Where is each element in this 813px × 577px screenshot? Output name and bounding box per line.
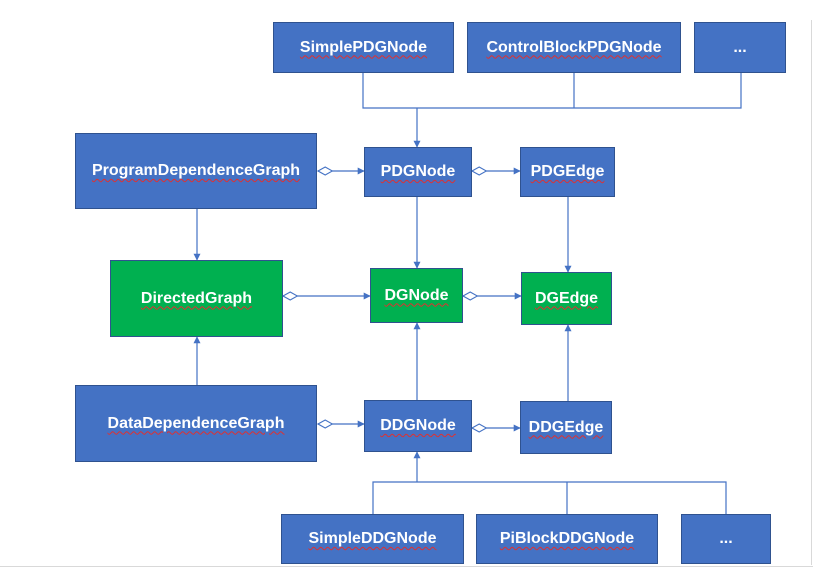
ddg-associations: [318, 424, 520, 428]
node-more-pdg-nodes-label: ...: [733, 38, 747, 56]
node-ddg-edge: DDGEdge: [520, 401, 612, 454]
node-data-dependence-graph-label: DataDependenceGraph: [107, 414, 285, 432]
node-control-block-pdg-node-label: ControlBlockPDGNode: [486, 38, 662, 56]
node-pdg-edge: PDGEdge: [520, 147, 615, 197]
node-ddg-node-label: DDGNode: [380, 417, 456, 434]
node-dg-node-label: DGNode: [384, 286, 449, 304]
frame-right-edge: [811, 20, 812, 565]
node-program-dependence-graph: ProgramDependenceGraph: [75, 133, 317, 209]
node-directed-graph: DirectedGraph: [110, 260, 283, 337]
ddg-subclass-inheritance: [372, 451, 727, 514]
node-control-block-pdg-node: ControlBlockPDGNode: [467, 22, 681, 73]
node-dg-edge: DGEdge: [521, 272, 612, 325]
node-data-dependence-graph: DataDependenceGraph: [75, 385, 317, 462]
node-dg-node: DGNode: [370, 268, 463, 323]
node-pi-block-ddg-node: PiBlockDDGNode: [476, 514, 658, 564]
pdg-to-dg-inheritance: [193, 197, 572, 273]
node-more-pdg-nodes: ...: [694, 22, 786, 73]
ddg-to-dg-inheritance: [193, 322, 572, 401]
node-simple-pdg-node-label: SimplePDGNode: [299, 38, 428, 56]
node-more-ddg-nodes-label: ...: [719, 530, 733, 547]
node-more-ddg-nodes: ...: [681, 514, 771, 564]
node-ddg-edge-label: DDGEdge: [528, 418, 604, 436]
node-program-dependence-graph-label: ProgramDependenceGraph: [91, 162, 301, 179]
node-pdg-edge-label: PDGEdge: [530, 163, 605, 180]
node-dg-edge-label: DGEdge: [534, 289, 599, 307]
node-simple-pdg-node: SimplePDGNode: [273, 22, 454, 73]
node-simple-ddg-node-label: SimpleDDGNode: [308, 530, 437, 547]
node-pdg-node-label: PDGNode: [380, 163, 456, 180]
node-directed-graph-label: DirectedGraph: [140, 289, 253, 307]
frame-bottom-edge: [0, 566, 813, 567]
node-ddg-node: DDGNode: [364, 400, 472, 452]
node-simple-ddg-node: SimpleDDGNode: [281, 514, 464, 564]
pdg-subclass-inheritance: [362, 73, 742, 148]
node-pdg-node: PDGNode: [364, 147, 472, 197]
node-pi-block-ddg-node-label: PiBlockDDGNode: [499, 530, 635, 547]
